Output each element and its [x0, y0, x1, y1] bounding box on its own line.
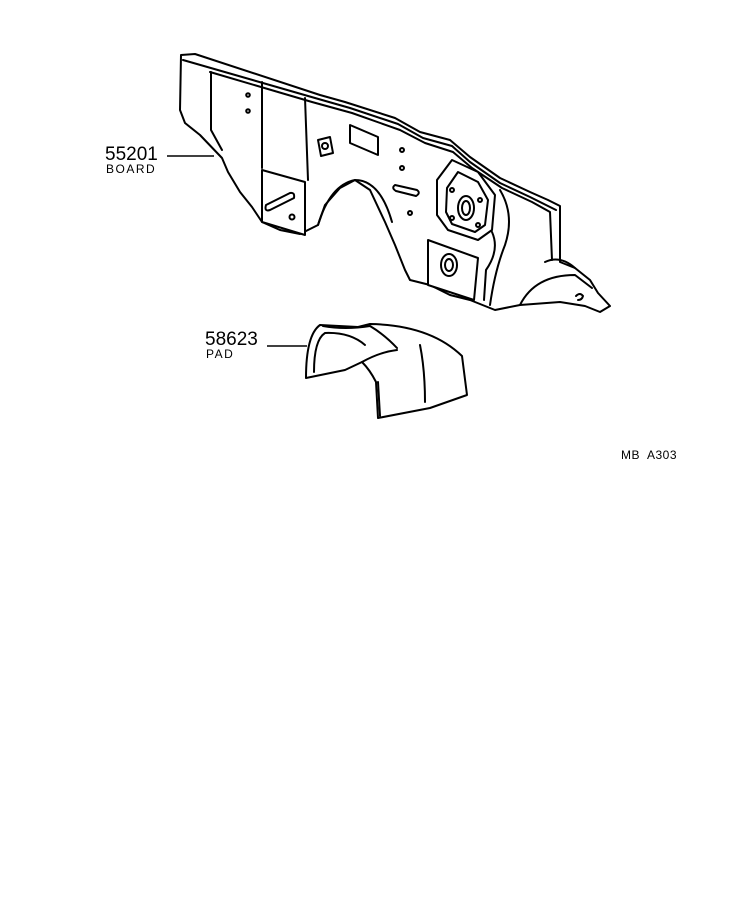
board-dot-3 [408, 211, 412, 215]
board-boss-dot-1 [450, 188, 454, 192]
board-part-number[interactable]: 55201 [105, 144, 158, 165]
board-tab-hole [322, 143, 328, 149]
board-fold-line-2 [305, 98, 308, 180]
board-dot-4 [246, 93, 250, 97]
board-right-flange-2 [545, 260, 575, 268]
board-boss-dot-2 [478, 198, 482, 202]
pad-top-rim [323, 326, 397, 348]
pad-front-edge [362, 350, 397, 362]
board-column-hole-inner [462, 201, 470, 215]
pad-part-name: PAD [206, 347, 235, 361]
pad-edge [378, 382, 380, 416]
board-right-notch [576, 294, 583, 300]
board-right-contour [490, 190, 509, 305]
pad-outline [306, 324, 467, 418]
pad-inner-curve [314, 333, 365, 372]
board-boss-dot-4 [450, 216, 454, 220]
pad-fold [420, 345, 425, 402]
pad-part-drawing[interactable] [306, 324, 467, 418]
board-center-arch [318, 180, 392, 225]
board-outline [180, 54, 610, 312]
board-center-slot [393, 185, 419, 196]
board-dot-1 [400, 148, 404, 152]
board-dot-5 [246, 109, 250, 113]
board-top-lip [183, 60, 556, 210]
board-part-drawing[interactable] [180, 54, 610, 312]
board-right-contour-2 [484, 232, 495, 300]
board-dot-2 [400, 166, 404, 170]
board-left-hole [290, 215, 295, 220]
board-lower-hole-inner [445, 259, 453, 271]
board-right-flange [520, 275, 592, 305]
board-top-lip-2 [210, 72, 552, 260]
board-part-name: BOARD [106, 162, 157, 176]
board-left-slot [266, 193, 295, 211]
reference-code: MB A303 [621, 448, 678, 462]
board-boss-dot-3 [476, 223, 480, 227]
board-rect-opening [350, 125, 378, 155]
pad-part-number[interactable]: 58623 [205, 329, 258, 350]
board-left-wing [211, 72, 222, 150]
